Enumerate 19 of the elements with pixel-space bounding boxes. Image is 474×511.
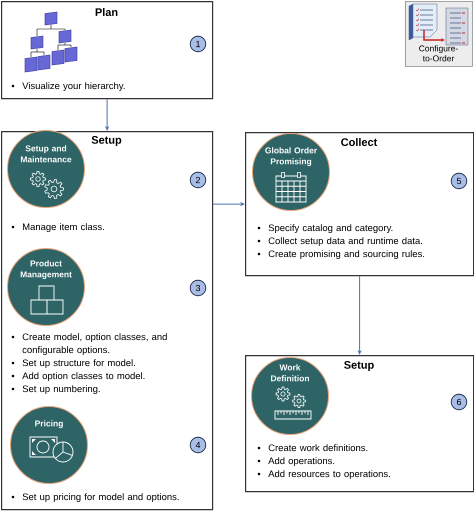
- bullet-item: Specify catalog and category.: [258, 224, 392, 234]
- bullet-item: Create model, option classes, and configurable options.: [12, 333, 167, 355]
- step-number: 1: [190, 36, 206, 52]
- step-number: 5: [450, 172, 468, 190]
- bullet-item: Visualize your hierarchy.: [12, 82, 125, 92]
- bullet-item: Create promising and sourcing rules.: [258, 250, 424, 260]
- bullet-item: Set up structure for model.: [12, 359, 135, 368]
- bullet-item: Collect setup data and runtime data.: [258, 237, 422, 246]
- step-number: 3: [190, 280, 206, 296]
- bullet-item: Add resources to operations.: [258, 470, 390, 480]
- bullet-item: Manage item class.: [12, 223, 104, 232]
- bullet-item: Add option classes to model.: [12, 372, 144, 382]
- bullet-item: Set up numbering.: [12, 385, 100, 394]
- bullet-item: Create work definitions.: [258, 444, 368, 452]
- bullet-item: Add operations.: [258, 457, 334, 466]
- bullet-item: Set up pricing for model and options.: [12, 493, 179, 502]
- step-number: 4: [190, 436, 206, 454]
- step-number: 6: [450, 394, 468, 410]
- step-number: 2: [190, 172, 206, 188]
